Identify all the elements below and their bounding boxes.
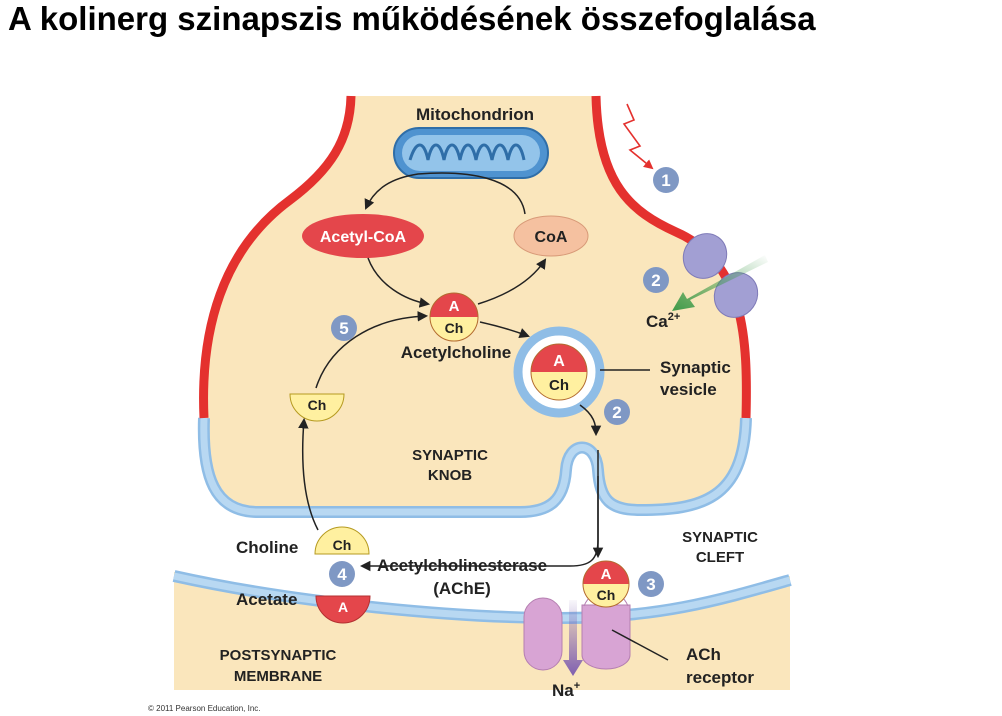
coa-label: CoA (535, 229, 568, 246)
step-number: 2 (651, 271, 660, 290)
arrow-vesicle-exocytosis (579, 404, 602, 437)
step-number: 3 (646, 575, 655, 594)
step-badge-3: 3 (638, 571, 664, 597)
step-number: 1 (661, 171, 670, 190)
arrow-ach-to-coa (477, 258, 547, 305)
sodium-label: Na+ (552, 680, 580, 700)
action-potential-icon (622, 103, 654, 170)
step-number: 5 (339, 319, 348, 338)
arrow-choline-to-ach (315, 311, 429, 389)
choline-product: Ch (314, 526, 370, 555)
step-number: 2 (612, 403, 621, 422)
choline-recycled: Ch (289, 393, 345, 422)
choline-label: Choline (236, 538, 298, 557)
sodium-charge: + (574, 680, 580, 692)
postsynaptic-label-1: POSTSYNAPTIC (220, 647, 337, 664)
vesicle-a-label: A (553, 353, 565, 370)
arrow-ach-to-vesicle (479, 321, 530, 338)
mitochondrion-label: Mitochondrion (416, 105, 534, 124)
calcium-charge: 2+ (668, 311, 681, 323)
acetyl-coa-label: Acetyl-CoA (320, 229, 407, 246)
ach-receptor-label-1: ACh (686, 645, 721, 664)
enzyme-label-2: (AChE) (433, 579, 491, 598)
arrow-mito-to-acetylcoa (364, 172, 526, 215)
synaptic-cleft-label-1: SYNAPTIC (682, 529, 758, 546)
synaptic-vesicle-label-1: Synaptic (660, 358, 731, 377)
step-badge-2-release: 2 (604, 399, 630, 425)
mitochondrion (393, 127, 549, 179)
acetate-label: Acetate (236, 590, 297, 609)
calcium-label: Ca2+ (646, 311, 680, 331)
ach-receptor-label-2: receptor (686, 668, 754, 687)
acetylcholine-ch-label: Ch (445, 320, 464, 336)
coa: CoA (513, 215, 589, 257)
choline-recycled-label: Ch (308, 397, 327, 413)
bound-a-label: A (601, 566, 612, 583)
pathway-arrows (298, 172, 604, 572)
postsynaptic-label-2: MEMBRANE (234, 668, 322, 685)
sodium-symbol: Na (552, 681, 574, 700)
enzyme-label-1: Acetylcholinesterase (377, 556, 547, 575)
arrow-choline-reuptake (298, 417, 319, 531)
synaptic-cleft-label-2: CLEFT (696, 549, 744, 566)
bound-ch-label: Ch (597, 587, 616, 603)
copyright-notice: © 2011 Pearson Education, Inc. (148, 704, 261, 713)
sodium-influx-arrow (563, 600, 583, 676)
acetylcholine-label: Acetylcholine (401, 343, 512, 362)
step-badge-1: 1 (653, 167, 679, 193)
vesicle-ch-label: Ch (549, 377, 569, 394)
acetyl-coa: Acetyl-CoA (302, 214, 424, 258)
acetylcholine-bound: A Ch (582, 560, 630, 608)
step-badge-5: 5 (331, 315, 357, 341)
receptor-leader-line (611, 629, 669, 661)
step-badge-2-calcium: 2 (643, 267, 669, 293)
acetate-product-label: A (338, 599, 348, 615)
calcium-channel (682, 233, 759, 318)
synaptic-knob-label-1: SYNAPTIC (412, 447, 488, 464)
choline-product-label: Ch (333, 537, 352, 553)
acetylcholine-molecule: A Ch (429, 292, 479, 342)
page-title: A kolinerg szinapszis működésének összef… (8, 0, 816, 37)
acetate-product: A (315, 595, 371, 624)
step-number: 4 (337, 565, 347, 584)
ach-receptor (523, 591, 631, 671)
synaptic-vesicle-label-2: vesicle (660, 380, 717, 399)
calcium-symbol: Ca (646, 312, 668, 331)
synaptic-vesicle: A Ch (513, 326, 605, 418)
acetylcholine-a-label: A (449, 298, 460, 315)
step-badge-4: 4 (329, 561, 355, 587)
arrow-acetylcoa-to-ach (367, 257, 431, 308)
arrow-to-ache (359, 476, 599, 572)
synaptic-knob-label-2: KNOB (428, 467, 472, 484)
calcium-influx-arrow (672, 255, 768, 311)
